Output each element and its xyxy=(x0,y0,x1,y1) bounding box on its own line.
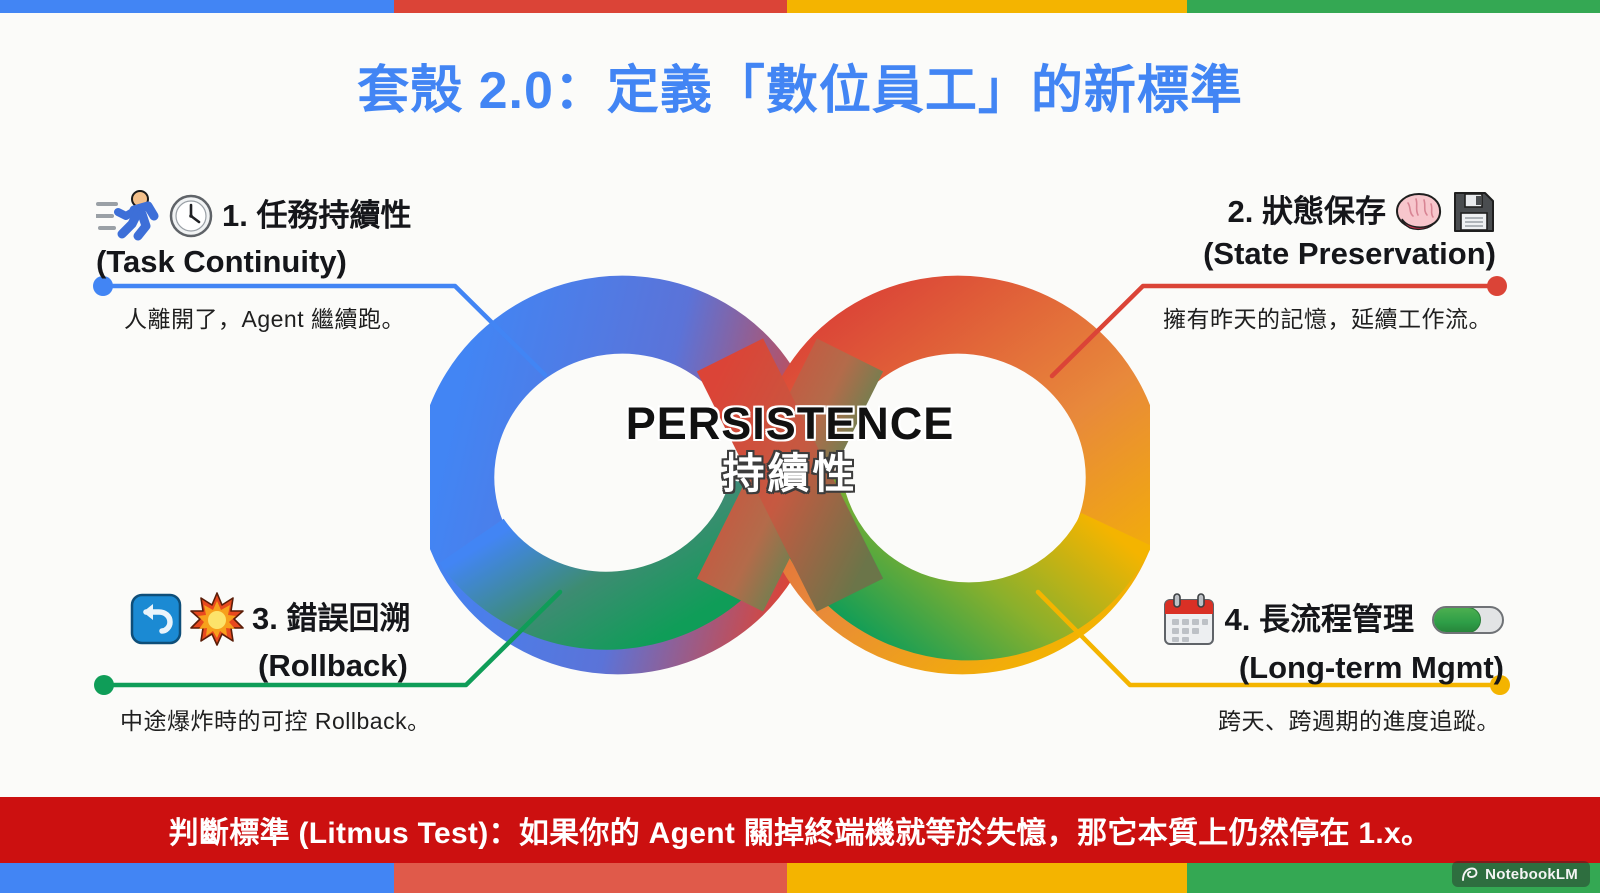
litmus-test-banner: 判斷標準 (Litmus Test)：如果你的 Agent 關掉終端機就等於失憶… xyxy=(0,797,1600,863)
quadrant-1-headline: 1. 任務持續性 xyxy=(222,198,412,234)
quadrant-task-continuity: 1. 任務持續性 (Task Continuity) 人離開了，Agent 繼續… xyxy=(96,190,412,332)
calendar-icon xyxy=(1161,592,1217,648)
notebooklm-icon xyxy=(1461,866,1478,883)
floppy-disk-icon xyxy=(1452,190,1496,234)
quadrant-1-caption: 人離開了，Agent 繼續跑。 xyxy=(124,306,405,332)
explosion-icon xyxy=(190,592,244,646)
bottom-color-bar xyxy=(0,863,1600,893)
page-title: 套殼 2.0：定義「數位員工」的新標準 xyxy=(357,62,1243,120)
top-color-bar xyxy=(0,0,1600,13)
top-bar-segment-yellow xyxy=(787,0,1188,13)
infinity-crossing-b xyxy=(696,338,884,612)
quadrant-2-subtitle: (State Preservation) xyxy=(1203,236,1496,271)
runner-icon xyxy=(96,190,160,242)
litmus-test-text: 判斷標準 (Litmus Test)：如果你的 Agent 關掉終端機就等於失憶… xyxy=(168,817,1432,850)
quadrant-2-headline: 2. 狀態保存 xyxy=(1227,194,1386,230)
quadrant-state-preservation: 2. 狀態保存 xyxy=(1163,190,1496,332)
quadrant-1-subtitle: (Task Continuity) xyxy=(96,244,347,279)
toggle-fill xyxy=(1434,608,1481,632)
clock-icon xyxy=(168,193,214,239)
toggle-on-icon[interactable] xyxy=(1432,606,1504,634)
quadrant-4-headline: 4. 長流程管理 xyxy=(1224,602,1414,638)
quadrant-3-subtitle: (Rollback) xyxy=(258,648,408,683)
bottom-bar-segment-green xyxy=(1187,863,1600,893)
top-bar-segment-blue xyxy=(0,0,394,13)
quadrant-3-headline: 3. 錯誤回溯 xyxy=(252,601,411,637)
top-bar-segment-red xyxy=(393,0,788,13)
notebooklm-label: NotebookLM xyxy=(1485,865,1578,883)
infinity-graphic xyxy=(430,275,1150,675)
quadrant-rollback: 3. 錯誤回溯 (Rollback) 中途爆炸時的可控 Rollback。 xyxy=(120,592,430,734)
notebooklm-watermark: NotebookLM xyxy=(1452,861,1590,887)
bottom-bar-segment-blue xyxy=(0,863,394,893)
quadrant-3-caption: 中途爆炸時的可控 Rollback。 xyxy=(120,708,431,734)
bottom-bar-segment-yellow xyxy=(787,863,1188,893)
quadrant-long-term-mgmt: 4. 長流程管理 (Long-term Mgmt) 跨天、跨週期的進度追蹤。 xyxy=(1161,592,1504,734)
top-bar-segment-green xyxy=(1187,0,1600,13)
brain-icon xyxy=(1394,191,1444,233)
quadrant-4-subtitle: (Long-term Mgmt) xyxy=(1238,650,1504,685)
undo-icon xyxy=(130,593,182,645)
bottom-bar-segment-red xyxy=(393,863,788,893)
quadrant-4-caption: 跨天、跨週期的進度追蹤。 xyxy=(1218,708,1500,734)
quadrant-2-caption: 擁有昨天的記憶，延續工作流。 xyxy=(1163,306,1492,332)
